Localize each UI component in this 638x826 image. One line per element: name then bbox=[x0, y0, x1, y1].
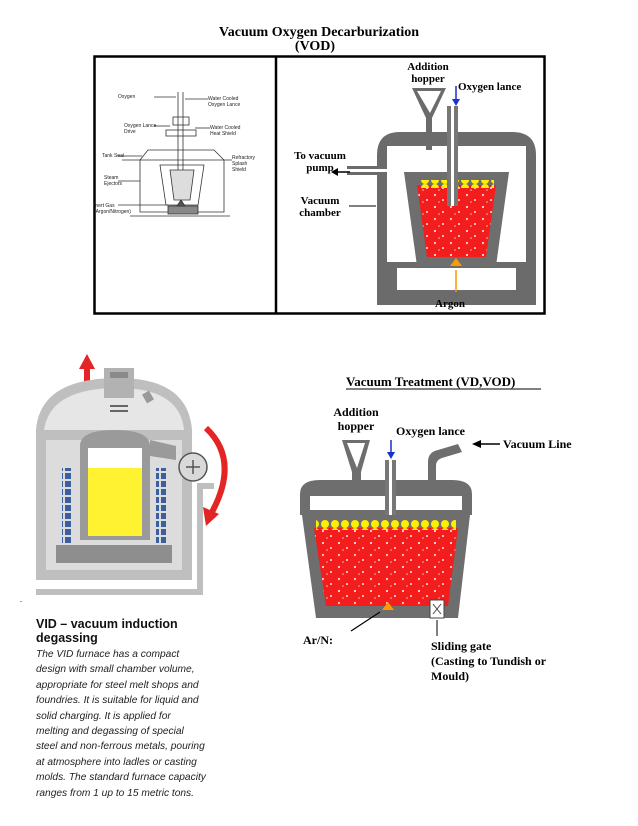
label-argon: Argon bbox=[435, 298, 465, 310]
label-addition-hopper: Addition hopper bbox=[407, 61, 449, 85]
vod-vessel-diagram bbox=[331, 86, 536, 305]
label-heat-shield: Water Cooled Heat Shield bbox=[210, 125, 241, 137]
vt-label-vacuum-line: Vacuum Line bbox=[503, 437, 572, 451]
vt-label-oxygen-lance: Oxygen lance bbox=[396, 424, 465, 438]
label-inert-gas: Inert Gas (Argon/Nitrogen) bbox=[94, 203, 131, 215]
label-steam-ejectors: Steam Ejectors bbox=[104, 175, 123, 187]
vid-description: The VID furnace has a compact design wit… bbox=[36, 649, 206, 799]
vt-title: Vacuum Treatment (VD,VOD) bbox=[346, 374, 516, 389]
label-tank-seal: Tank Seal bbox=[102, 153, 124, 159]
stray-dot: . bbox=[20, 595, 22, 604]
vod-title: Vacuum Oxygen Decarburization bbox=[218, 25, 420, 40]
label-water-cooled-lance: Water Cooled Oxygen Lance bbox=[208, 96, 241, 108]
vod-frame bbox=[93, 55, 546, 315]
vid-furnace-diagram bbox=[36, 354, 228, 595]
label-vacuum-chamber: Vacuum chamber bbox=[299, 195, 341, 219]
label-to-vacuum-pump: To vacuum pump bbox=[294, 150, 346, 174]
vt-label-ar-n: Ar/N: bbox=[303, 633, 333, 647]
label-oxygen-lance: Oxygen lance bbox=[458, 81, 522, 93]
vt-label-addition-hopper: Addition hopper bbox=[333, 405, 379, 433]
label-splash-shield: Refractory Splash Shield bbox=[232, 155, 256, 173]
vt-label-sliding-gate: Sliding gate (Casting to Tundish or Moul… bbox=[431, 639, 547, 683]
label-lance-drive: Oxygen Lance Drive bbox=[124, 123, 157, 135]
vod-title-abbrev: (VOD) bbox=[294, 39, 336, 54]
vt-vessel-diagram bbox=[300, 388, 541, 636]
vid-title: VID – vacuum induction degassing bbox=[36, 617, 178, 645]
vod-schematic bbox=[118, 92, 232, 217]
label-oxygen: Oxygen bbox=[118, 94, 136, 100]
